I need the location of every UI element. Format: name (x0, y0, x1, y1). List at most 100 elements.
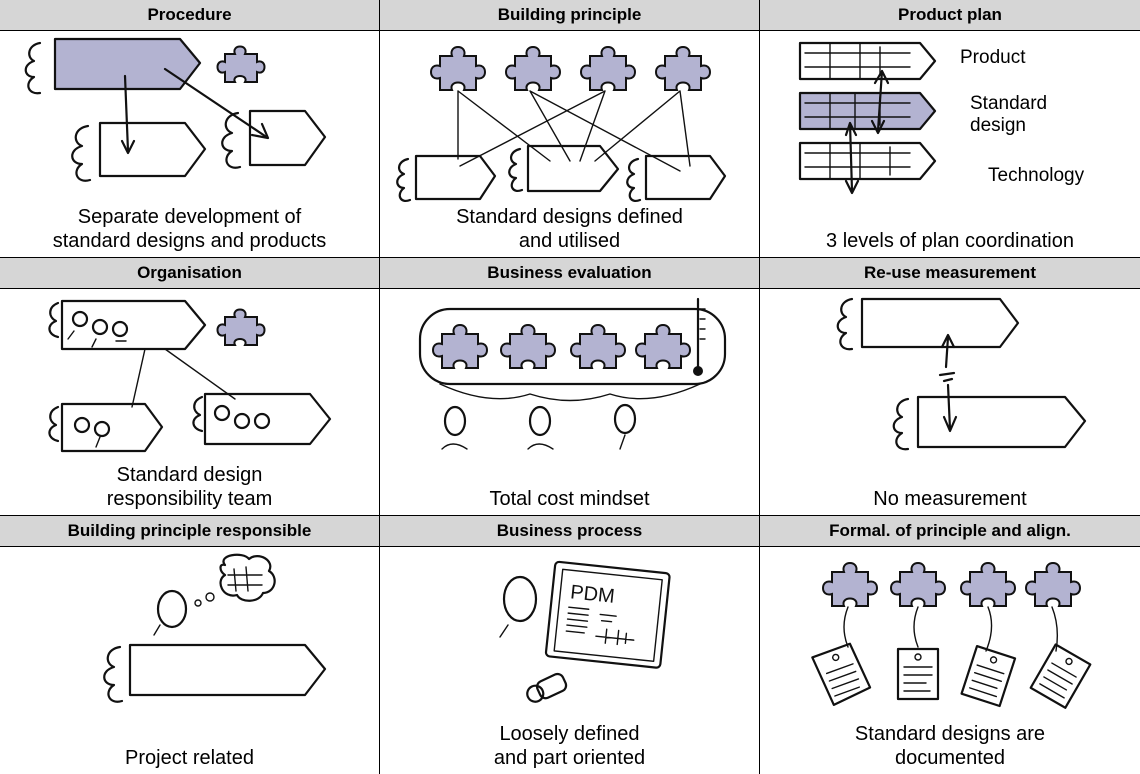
label-product: Product (960, 47, 1026, 68)
puzzle-piece-icon (822, 562, 878, 607)
connector-lines (457, 90, 691, 172)
puzzle-piece-icon (890, 562, 946, 607)
puzzle-piece-icon (500, 324, 556, 369)
cell-caption: Total cost mindset (489, 488, 650, 510)
cell-organisation: Organisation Standard design responsibil… (0, 258, 380, 516)
cloud-icon (71, 124, 92, 182)
arrow-shape (414, 154, 497, 201)
puzzle-piece-icon (1025, 562, 1081, 607)
cell-formalisation: Formal. of principle and align. Standard… (760, 516, 1140, 774)
arrow-shape (98, 121, 207, 178)
procedure-sketch (24, 37, 327, 182)
organisation-sketch (48, 299, 332, 453)
cloud-icon (836, 297, 854, 351)
principle-responsible-sketch (103, 553, 327, 703)
arrow-head (250, 122, 270, 140)
business-evaluation-sketch (418, 297, 727, 450)
puzzle-piece-icon (216, 45, 266, 83)
cell-caption: Loosely defined and part oriented (493, 723, 646, 769)
cloud-icon (396, 157, 412, 202)
cell-product-plan: Product plan Product Standard design Tec… (760, 0, 1140, 258)
measure-arrow-down (942, 383, 958, 433)
thought-dot (205, 592, 215, 602)
coordination-arrow (870, 69, 890, 135)
thought-cloud (219, 553, 276, 602)
arrow-shape (526, 144, 620, 193)
person-icon (441, 405, 468, 450)
tag-icon (960, 644, 1017, 708)
team-people-icon (192, 395, 271, 433)
business-process-sketch: PDM (499, 560, 671, 703)
cell-business-evaluation: Business evaluation Total cost mindset (380, 258, 760, 516)
puzzle-piece-icon (570, 324, 626, 369)
plan-arrow-product (798, 41, 937, 81)
plan-arrow-standard-design (798, 91, 937, 131)
plan-grid (804, 42, 911, 80)
puzzle-piece-icon (505, 46, 561, 91)
plan-grid (804, 142, 911, 180)
brace-line (439, 383, 701, 402)
cell-title: Procedure (0, 0, 379, 31)
mouse-icon (526, 672, 568, 703)
person-icon (613, 403, 637, 450)
arrow-shape (916, 395, 1087, 449)
cloud-icon (103, 645, 124, 703)
speech-bubble (418, 307, 727, 386)
cell-caption: Standard designs defined and utilised (456, 206, 683, 252)
cloud-icon (626, 157, 642, 202)
cell-title: Re-use measurement (760, 258, 1140, 289)
arrow-head (120, 139, 136, 155)
puzzle-piece-icon (960, 562, 1016, 607)
plan-arrow-technology (798, 141, 937, 181)
label-technology: Technology (988, 165, 1085, 186)
cell-procedure: Procedure Separate development of standa… (0, 0, 380, 258)
cloud-icon (24, 41, 42, 95)
cloud-icon (892, 397, 910, 451)
puzzle-piece-icon (432, 324, 488, 369)
puzzle-piece-icon (580, 46, 636, 91)
cell-title: Business process (380, 516, 759, 547)
puzzle-piece-icon (635, 324, 691, 369)
plan-grid (804, 92, 911, 130)
cell-title: Product plan (760, 0, 1140, 31)
label-standard: Standard (970, 93, 1047, 114)
cell-title: Formal. of principle and align. (760, 516, 1140, 547)
cloud-icon (221, 111, 242, 169)
arrow-shape (644, 154, 727, 201)
tag-icon (1029, 643, 1092, 709)
team-arrow-shape (60, 299, 207, 351)
cell-caption: 3 levels of plan coordination (826, 230, 1074, 252)
tag-icon (811, 642, 872, 707)
coordination-arrow (844, 121, 860, 195)
cell-building-principle-responsible: Building principle responsible Project r… (0, 516, 380, 774)
cell-title: Organisation (0, 258, 379, 289)
screen-text: PDM (569, 581, 616, 608)
thought-dot (194, 599, 202, 607)
team-arrow-shape (60, 402, 164, 453)
cell-business-process: Business process PDM Loosely defined and… (380, 516, 760, 774)
puzzle-piece-icon (216, 308, 266, 346)
arrow-shape-filled (53, 37, 202, 91)
measure-arrow-up (940, 333, 956, 369)
cell-reuse-measurement: Re-use measurement No measurement (760, 258, 1140, 516)
connector-lines (131, 348, 236, 408)
cell-caption: Project related (125, 747, 254, 769)
person-icon (499, 575, 538, 638)
cell-caption: Standard design responsibility team (106, 464, 273, 510)
team-arrow-shape (203, 392, 332, 446)
cell-caption: Standard designs are documented (854, 723, 1046, 769)
thermometer-icon (693, 297, 706, 376)
team-people-icon (48, 405, 111, 448)
connector-line (163, 67, 267, 138)
screen-lines (565, 606, 635, 646)
arrow-shape (860, 297, 1020, 349)
person-icon (153, 589, 188, 636)
cell-title: Building principle (380, 0, 759, 31)
cell-building-principle: Building principle Standard designs defi… (380, 0, 760, 258)
reuse-measurement-sketch (836, 297, 1087, 451)
connector-line (123, 74, 130, 153)
cell-caption: No measurement (873, 488, 1027, 510)
puzzle-piece-icon (430, 46, 486, 91)
broken-link-mark (938, 371, 956, 383)
